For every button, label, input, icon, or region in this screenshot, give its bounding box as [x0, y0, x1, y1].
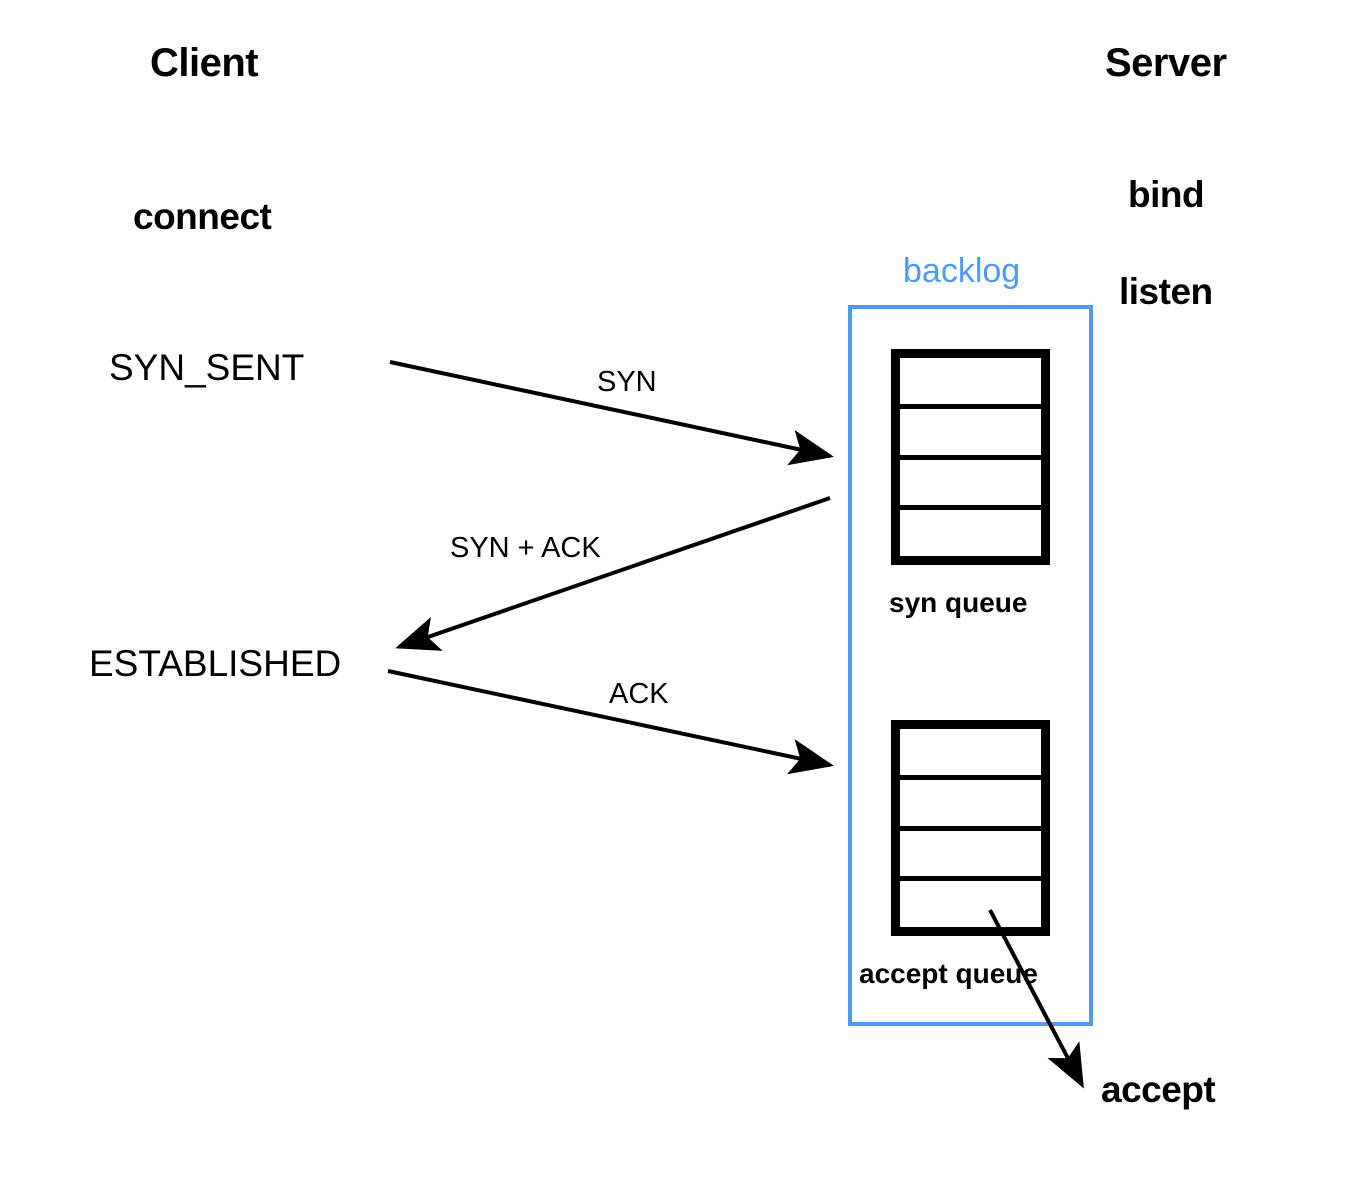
syn-queue-box [891, 349, 1050, 565]
message-label-syn-ack: SYN + ACK [450, 532, 601, 564]
server-listen-label: listen [1119, 271, 1213, 312]
client-connect-label: connect [133, 196, 272, 237]
syn-ack-arrow [395, 496, 831, 651]
server-bind-label: bind [1128, 174, 1205, 215]
client-state-established: ESTABLISHED [89, 643, 342, 684]
client-heading: Client [150, 41, 259, 85]
accept-queue-label: accept queue [859, 958, 1038, 989]
message-label-ack: ACK [609, 678, 669, 710]
syn-queue-cell [900, 459, 1041, 511]
syn-queue-cell [900, 510, 1041, 556]
server-accept-label: accept [1101, 1069, 1216, 1110]
server-heading: Server [1105, 41, 1227, 85]
client-state-syn-sent: SYN_SENT [109, 347, 305, 388]
message-label-syn: SYN [597, 366, 657, 398]
accept-queue-cell [900, 881, 1041, 927]
backlog-title: backlog [903, 252, 1021, 290]
accept-queue-cell [900, 830, 1041, 882]
accept-queue-cell [900, 779, 1041, 831]
backlog-container [848, 305, 1093, 1026]
syn-queue-cell [900, 358, 1041, 409]
syn-queue-label: syn queue [889, 587, 1028, 618]
accept-queue-box [891, 720, 1050, 936]
syn-queue-cell [900, 408, 1041, 460]
accept-queue-cell [900, 729, 1041, 780]
